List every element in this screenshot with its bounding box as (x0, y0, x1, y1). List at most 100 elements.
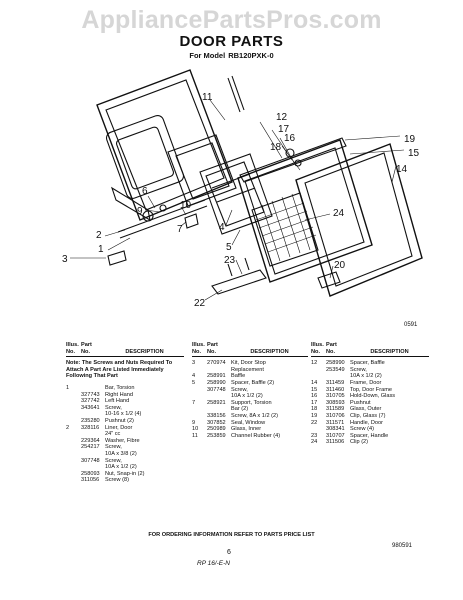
column-header: Illus. No. Part No. DESCRIPTION (192, 342, 308, 358)
parts-row: 16 310705 Hold-Down, Glass (311, 393, 429, 400)
illus-number: 19 (311, 412, 318, 419)
part-description: Hold-Down, Glass (350, 393, 396, 400)
part-description: Clip, Glass (7) (350, 412, 386, 419)
callout-14: 14 (396, 164, 408, 175)
header-illus-no: Illus. No. (192, 342, 205, 355)
part-number: 254217 (81, 444, 100, 451)
part-description: Nut, Snap-in (2) (105, 470, 145, 477)
part-description: Right Hand (105, 391, 133, 398)
part-description: Pushnut (350, 399, 371, 406)
parts-row: 10 250989 Glass, Inner (192, 426, 308, 433)
document-code: 980591 (392, 543, 413, 549)
callout-4: 4 (219, 222, 225, 233)
illus-number: 10 (192, 426, 199, 433)
illus-number: 23 (311, 432, 318, 439)
part-description: Channel Rubber (4) (231, 432, 281, 439)
callout-2: 2 (96, 230, 102, 241)
part-number: 307748 (81, 457, 100, 464)
page-title: DOOR PARTS (179, 33, 284, 50)
part-description: Kit, Door Stop Replacement (231, 360, 266, 373)
illus-number: 17 (311, 399, 318, 406)
part-number: 343641 (81, 404, 100, 411)
illus-number: 16 (311, 393, 318, 400)
header-description: DESCRIPTION (250, 348, 289, 355)
parts-row: 253549 Screw, 10A x 1/2 (2) (311, 367, 429, 380)
part-description: Spacer, Baffle (350, 360, 385, 367)
part-description: Top, Door Frame (350, 386, 392, 393)
part-number: 338156 (207, 412, 226, 419)
part-number: 310706 (326, 412, 345, 419)
exploded-door-diagram: 11 12 17 16 18 19 15 14 24 20 2 1 3 6 9 … (62, 69, 423, 328)
header-part-no: Part No. (207, 342, 218, 355)
part-description: Baffle (231, 373, 246, 380)
illus-number: 18 (311, 406, 318, 413)
illus-number (66, 392, 81, 399)
part-description: Washer, Fibre (105, 437, 140, 444)
part-description: Handle, Door (350, 419, 383, 426)
illus-number: 15 (311, 386, 318, 393)
handwritten-note: RP 16/-E-N (197, 560, 230, 567)
part-number: 258921 (207, 399, 226, 406)
ordering-footer: FOR ORDERING INFORMATION REFER TO PARTS … (148, 532, 315, 538)
illus-number: 5 (192, 379, 196, 386)
callout-5: 5 (226, 242, 232, 253)
part-number: 308341 (326, 426, 345, 433)
header-description: DESCRIPTION (125, 348, 164, 355)
callout-3: 3 (62, 254, 68, 265)
illus-number: 7 (192, 399, 196, 406)
callout-15: 15 (408, 148, 420, 159)
part-number: 253549 (326, 366, 345, 373)
part-number: 310705 (326, 393, 345, 400)
model-label: For Model (189, 51, 226, 60)
part-number: 328116 (81, 424, 100, 431)
callout-9: 9 (137, 206, 143, 217)
illus-number: 2 (66, 424, 70, 431)
callout-22: 22 (194, 298, 206, 309)
part-description: Screw, 10A x 1/2 (2) (350, 366, 382, 380)
part-description: Glass, Inner (231, 426, 262, 433)
part-description: Spacer, Handle (350, 432, 389, 439)
callout-19: 19 (404, 134, 416, 145)
part-description: Screw, 10A x 3/8 (2) (105, 444, 137, 457)
illus-number (66, 458, 81, 471)
part-number: 235280 (81, 417, 100, 424)
part-number: 311506 (326, 439, 345, 446)
part-description: Frame, Door (350, 379, 382, 386)
illus-number: 12 (311, 360, 318, 367)
part-number: 311056 (81, 477, 100, 484)
illus-number: 1 (66, 384, 70, 391)
attachment-note: Note: The Screws and Nuts Required To At… (66, 360, 173, 380)
illus-number: 14 (311, 379, 318, 386)
part-description: Spacer, Baffle (2) (231, 379, 275, 386)
header-illus-no: Illus. No. (66, 342, 79, 355)
part-number: 311571 (326, 419, 345, 426)
illus-number (66, 398, 81, 405)
part-number: 250989 (207, 426, 226, 433)
callout-23: 23 (224, 255, 236, 266)
callout-18: 18 (270, 142, 282, 153)
column-header: Illus. No. Part No. DESCRIPTION (311, 342, 429, 358)
header-part-no: Part No. (81, 342, 92, 355)
part-number: 258991 (207, 373, 226, 380)
part-number: 229364 (81, 437, 100, 444)
part-description: Glass, Outer (350, 406, 382, 413)
illus-number (311, 367, 326, 380)
